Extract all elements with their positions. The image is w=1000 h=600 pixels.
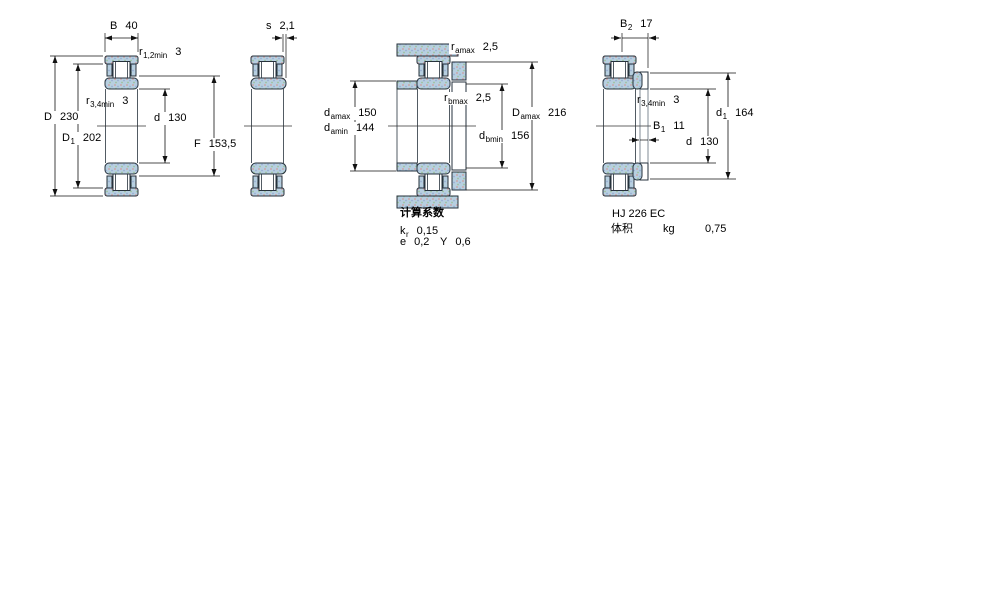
- dim-letter: r: [637, 94, 641, 106]
- dim-D1-label: D1 202: [60, 132, 104, 146]
- dim-value: 2,1: [279, 20, 295, 32]
- dim-letter: D: [44, 111, 52, 123]
- hj-mass-label: 体积: [611, 223, 633, 235]
- dim-letter: d: [324, 107, 331, 119]
- dim-value: 144: [355, 122, 375, 134]
- dim-d1-label: d1 164: [714, 107, 756, 121]
- dim-subscript: bmin: [485, 135, 503, 144]
- dim-d-label: d 130: [152, 112, 189, 125]
- factor-value: 0,15: [416, 225, 439, 237]
- dim-subscript: 1: [722, 112, 728, 121]
- dim-subscript: amin: [330, 127, 348, 136]
- dim-letter: d: [324, 122, 331, 134]
- dim-r34-hj-label: r3,4min 3: [637, 94, 680, 108]
- dim-value: 164: [735, 107, 754, 119]
- dim-value: 3: [122, 95, 129, 107]
- dim-letter: d: [686, 136, 693, 148]
- factor-value: 0,2: [414, 236, 430, 248]
- dim-letter: s: [266, 20, 272, 32]
- dim-B-label: B 40: [110, 20, 138, 33]
- factor-letter: Y: [440, 236, 448, 248]
- dim-value: 153,5: [208, 138, 237, 150]
- factor-e: e 0,2: [400, 236, 429, 249]
- dim-value: 230: [59, 111, 79, 123]
- factor-letter: e: [400, 236, 407, 248]
- dim-value: 11: [673, 120, 685, 132]
- dim-s-label: s 2,1: [266, 20, 295, 33]
- dim-Damax-label: Damax 216: [510, 107, 569, 121]
- dim-letter: r: [86, 95, 90, 107]
- factor-Y: Y 0,6: [440, 236, 471, 249]
- dim-value: 130: [168, 112, 187, 124]
- dim-letter: D: [512, 107, 520, 119]
- dim-value: 2,5: [475, 92, 492, 104]
- dim-value: 17: [640, 18, 653, 30]
- dim-B2-label: B2 17: [620, 18, 653, 32]
- dim-r12-label: r1,2min 3: [139, 46, 182, 60]
- hj-mass-value: 0,75: [705, 223, 727, 235]
- dim-letter: B: [620, 18, 628, 30]
- dim-rbmax-label: rbmax 2,5: [442, 92, 494, 106]
- dim-value: 130: [700, 136, 719, 148]
- dim-value: 3: [175, 46, 182, 58]
- dim-value: 2,5: [482, 41, 499, 53]
- dim-letter: r: [139, 46, 143, 58]
- factor-kr: kr 0,15: [400, 225, 439, 239]
- dim-letter: d: [479, 130, 486, 142]
- dim-dbmin-label: dbmin 156: [477, 130, 532, 144]
- dim-value: 150: [358, 107, 377, 119]
- dim-subscript: amax: [330, 112, 351, 121]
- calculation-factors-title: 计算系数: [400, 207, 444, 219]
- factor-letter: k: [400, 225, 406, 237]
- factor-value: 0,6: [455, 236, 471, 248]
- hj-designation: HJ 226 EC: [612, 208, 666, 220]
- dim-subscript: 1: [70, 137, 75, 146]
- dim-ramax-label: ramax 2,5: [449, 41, 501, 55]
- dim-subscript: 1: [660, 125, 666, 134]
- dim-value: 202: [82, 132, 102, 144]
- dim-r34-label: r3,4min 3: [86, 95, 129, 109]
- hj-mass-unit: kg: [663, 223, 675, 235]
- dim-letter: B: [110, 20, 118, 32]
- dim-damax-label: damax 150: [322, 107, 379, 121]
- dim-d-hj-label: d 130: [684, 136, 721, 149]
- dim-letter: r: [451, 41, 455, 53]
- dim-value: 156: [510, 130, 530, 142]
- dim-subscript: 2: [627, 23, 633, 32]
- factor-subscript: r: [406, 230, 409, 239]
- dim-subscript: bmax: [448, 97, 468, 106]
- view-angle-ring-section: [596, 33, 736, 197]
- dim-subscript: 3,4min: [90, 100, 115, 109]
- dim-D-label: D 230: [42, 111, 81, 124]
- dim-letter: r: [444, 92, 448, 104]
- view-side-section: [244, 34, 297, 197]
- dim-letter: d: [716, 107, 723, 119]
- dim-damin-label: damin 144: [322, 122, 377, 136]
- dim-letter: F: [194, 138, 201, 150]
- dim-F-label: F 153,5: [192, 138, 239, 151]
- dim-subscript: amax: [520, 112, 541, 121]
- dim-letter: d: [154, 112, 161, 124]
- dim-subscript: 3,4min: [641, 99, 666, 108]
- dim-subscript: amax: [455, 46, 475, 55]
- dim-value: 40: [125, 20, 138, 32]
- view-main-section: [50, 33, 220, 197]
- dim-value: 216: [548, 107, 567, 119]
- dim-letter: D: [62, 132, 70, 144]
- dim-value: 3: [673, 94, 680, 106]
- dim-letter: B: [653, 120, 661, 132]
- view-mounted-section: [350, 43, 538, 209]
- dim-subscript: 1,2min: [143, 51, 168, 60]
